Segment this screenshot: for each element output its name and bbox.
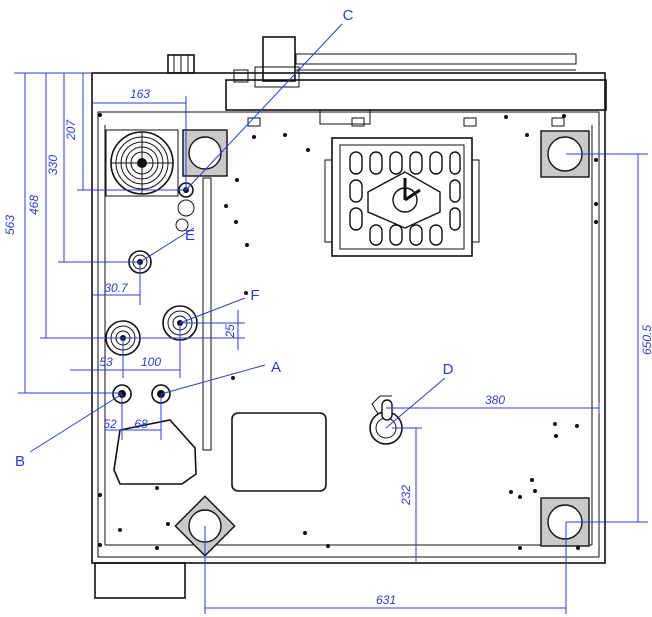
center-cutout [231, 412, 327, 492]
dim-207: 207 [64, 119, 78, 141]
foot-bottom-right [540, 497, 590, 547]
callout-d: D [443, 361, 454, 378]
dim-53: 53 [99, 355, 113, 369]
dim-163: 163 [130, 87, 150, 101]
callout-a: A [271, 359, 281, 376]
dim-563: 563 [3, 215, 17, 235]
dimension-lines [14, 72, 648, 614]
housing-outline [91, 72, 606, 564]
callout-b: B [15, 453, 25, 470]
mounting-holes [98, 113, 598, 550]
connector-d [369, 395, 403, 445]
callout-leaders [29, 23, 446, 453]
fan-icon [105, 129, 179, 197]
lower-left-cutout [113, 419, 197, 485]
top-rail [167, 36, 607, 127]
dim-100: 100 [141, 355, 161, 369]
callout-f: F [250, 287, 259, 304]
vent-grid-panel [324, 137, 480, 257]
dim-650-5: 650.5 [640, 325, 652, 355]
bottom-foot-block [94, 562, 186, 599]
callout-labels: C E F A B D [15, 7, 454, 470]
dim-30-7: 30.7 [104, 281, 129, 295]
callout-e: E [185, 227, 195, 244]
dim-68: 68 [134, 417, 148, 431]
dim-380: 380 [485, 393, 505, 407]
dim-52: 52 [103, 417, 117, 431]
dim-232: 232 [399, 485, 413, 506]
dim-631: 631 [376, 593, 396, 607]
dim-468: 468 [27, 195, 41, 215]
foot-top-left [182, 129, 228, 177]
dim-330: 330 [46, 155, 60, 175]
callout-c: C [343, 7, 354, 24]
dim-25: 25 [223, 324, 237, 339]
dimension-labels: 163 563 468 330 207 30.7 25 53 100 52 68… [3, 87, 652, 607]
